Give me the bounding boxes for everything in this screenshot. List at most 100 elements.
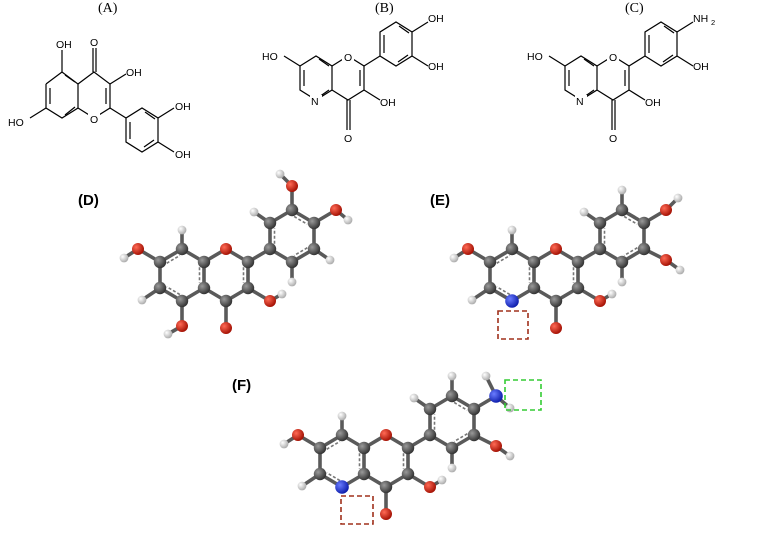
- hydrogen-atom: [579, 207, 589, 217]
- carbon-atom: [483, 255, 497, 269]
- atom-label: OH: [175, 149, 191, 161]
- hydrogen-atom: [177, 225, 187, 235]
- carbon-atom: [445, 441, 459, 455]
- double-bond: [293, 247, 308, 257]
- oxygen-atom: [594, 295, 606, 307]
- carbon-atom: [571, 255, 585, 269]
- carbon-atom: [549, 294, 563, 308]
- hydrogen-atom: [325, 255, 335, 265]
- oxygen-atom: [380, 508, 392, 520]
- pyridine-nitrogen-highlight-e: [497, 310, 529, 340]
- carbon-atom: [313, 441, 327, 455]
- carbon-atom: [527, 255, 541, 269]
- structure-c: [548, 21, 694, 130]
- atom-label: OH: [645, 97, 661, 109]
- carbon-atom: [467, 428, 481, 442]
- carbon-atom: [197, 255, 211, 269]
- hydrogen-atom: [449, 253, 459, 263]
- hydrogen-atom: [481, 371, 491, 381]
- ball-stick-model-e: [449, 185, 685, 334]
- carbon-atom: [241, 255, 255, 269]
- carbon-atom: [335, 428, 349, 442]
- double-bond: [623, 215, 638, 225]
- hydrogen-atom: [337, 411, 347, 421]
- oxygen-atom: [490, 440, 502, 452]
- hydrogen-atom: [507, 225, 517, 235]
- atom-label: OH: [428, 61, 444, 73]
- carbon-atom: [219, 294, 233, 308]
- atom-label: OH: [56, 39, 72, 51]
- carbon-atom: [637, 216, 651, 230]
- hydrogen-atom: [447, 371, 457, 381]
- carbon-atom: [445, 389, 459, 403]
- carbon-atom: [467, 402, 481, 416]
- structure-b: [283, 21, 429, 130]
- atom-label: O: [344, 133, 352, 145]
- oxygen-atom: [292, 429, 304, 441]
- hydrogen-atom: [249, 207, 259, 217]
- carbon-atom: [483, 281, 497, 295]
- carbon-atom: [241, 281, 255, 295]
- oxygen-atom: [660, 254, 672, 266]
- nitrogen-atom: [505, 294, 519, 308]
- atom-label: NH: [693, 13, 708, 25]
- atom-label: OH: [175, 101, 191, 113]
- hydrogen-atom: [297, 481, 307, 491]
- double-bond: [326, 440, 341, 450]
- atom-label: O: [90, 114, 98, 126]
- hydrogen-atom: [287, 277, 297, 287]
- hydrogen-atom: [279, 439, 289, 449]
- amine-highlight-f: [504, 379, 542, 411]
- panel-label-d: (D): [78, 192, 99, 209]
- carbon-atom: [593, 242, 607, 256]
- carbon-atom: [527, 281, 541, 295]
- oxygen-atom: [264, 295, 276, 307]
- carbon-atom: [197, 281, 211, 295]
- atom-label: OH: [126, 67, 142, 79]
- carbon-atom: [307, 216, 321, 230]
- oxygen-atom: [424, 481, 436, 493]
- carbon-atom: [263, 216, 277, 230]
- double-bond: [496, 286, 511, 296]
- hydrogen-atom: [163, 329, 173, 339]
- oxygen-atom: [462, 243, 474, 255]
- carbon-atom: [423, 428, 437, 442]
- hydrogen-atom: [467, 295, 477, 305]
- nitrogen-atom: [335, 480, 349, 494]
- oxygen-atom: [380, 429, 392, 441]
- panel-label-a: (A): [98, 1, 118, 16]
- nitrogen-atom: [489, 389, 503, 403]
- hydrogen-atom: [447, 463, 457, 473]
- carbon-atom: [153, 255, 167, 269]
- carbon-atom: [379, 480, 393, 494]
- oxygen-atom: [286, 180, 298, 192]
- atom-label: N: [311, 96, 319, 108]
- carbon-atom: [423, 402, 437, 416]
- hydrogen-atom: [617, 277, 627, 287]
- hydrogen-atom: [137, 295, 147, 305]
- structure-a-atoms: O O OH OH HO OH OH: [8, 37, 191, 161]
- atom-label: OH: [428, 13, 444, 25]
- panel-label-b: (B): [375, 1, 394, 16]
- carbon-atom: [615, 203, 629, 217]
- carbon-atom: [637, 242, 651, 256]
- double-bond: [496, 254, 511, 264]
- carbon-atom: [153, 281, 167, 295]
- oxygen-atom: [220, 243, 232, 255]
- oxygen-atom: [132, 243, 144, 255]
- atom-label: OH: [380, 97, 396, 109]
- carbon-atom: [285, 203, 299, 217]
- hydrogen-atom: [437, 475, 447, 485]
- hydrogen-atom: [119, 253, 129, 263]
- carbon-atom: [357, 441, 371, 455]
- hydrogen-atom: [675, 265, 685, 275]
- panel-label-f: (F): [232, 377, 251, 394]
- atom-label: HO: [262, 51, 278, 63]
- hydrogen-atom: [409, 393, 419, 403]
- structure-c-atoms: O N O HO OH NH 2 OH: [527, 13, 715, 145]
- double-bond: [326, 472, 341, 482]
- oxygen-atom: [660, 204, 672, 216]
- double-bond: [293, 215, 308, 225]
- carbon-atom: [175, 242, 189, 256]
